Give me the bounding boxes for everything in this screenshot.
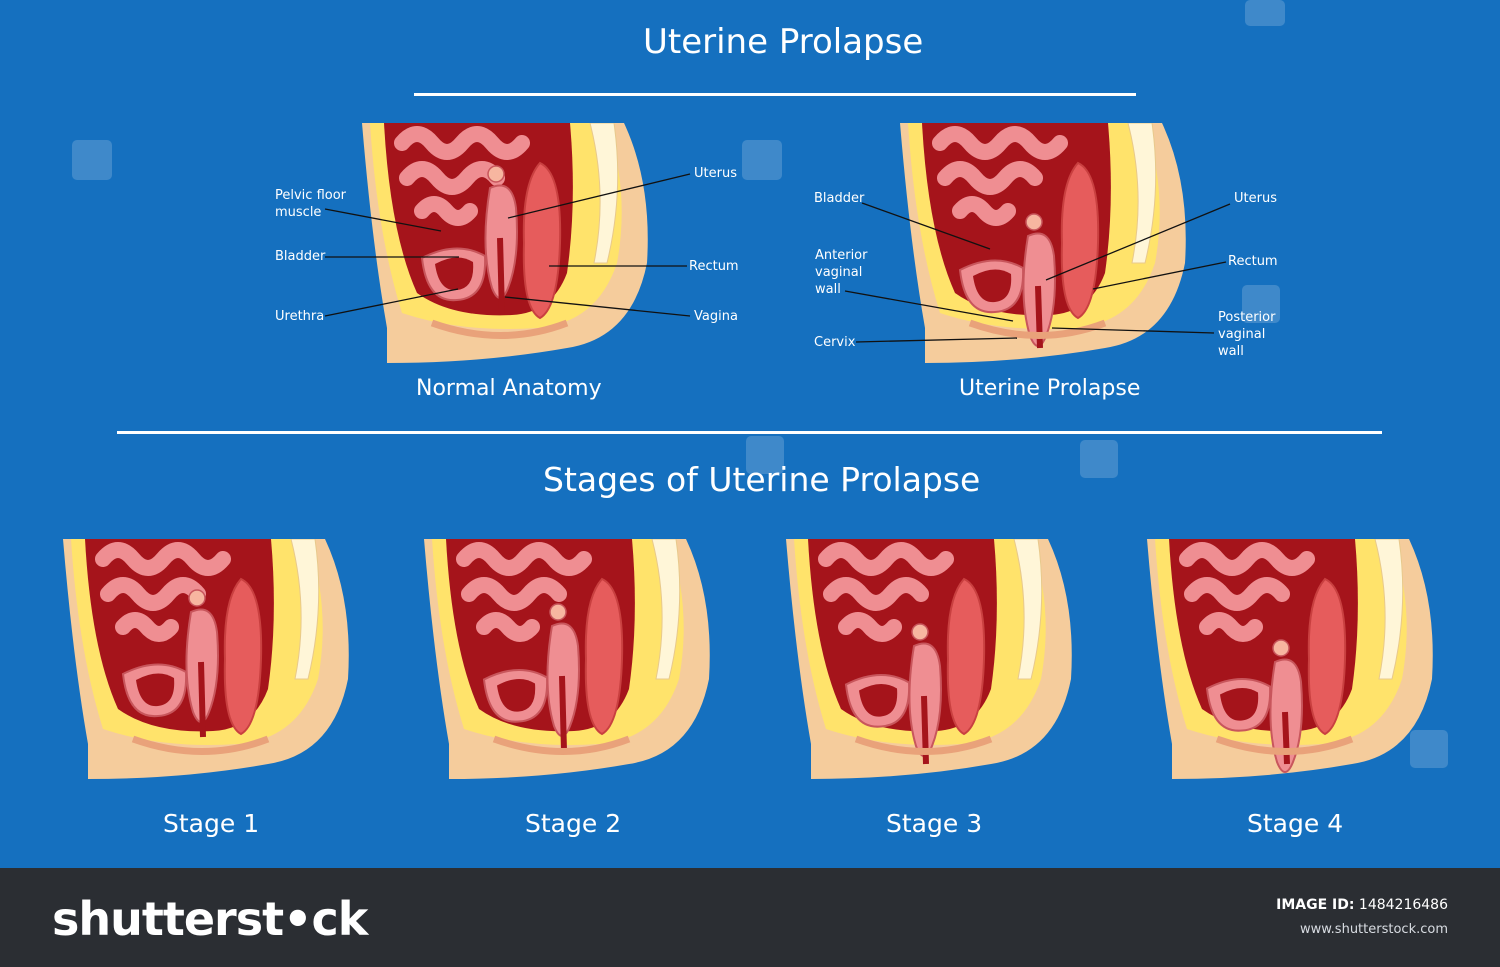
rectum — [1307, 577, 1347, 736]
vaginal-canal — [497, 237, 505, 314]
bladder-inner — [435, 257, 474, 291]
label-cervix: Cervix — [814, 335, 856, 350]
label-rectum: Rectum — [689, 259, 739, 274]
rectum — [223, 577, 263, 736]
stage-3-illustration — [786, 539, 1072, 779]
stage-1-illustration — [63, 539, 349, 779]
bladder-inner — [136, 673, 175, 707]
pelvic-floor-muscle — [430, 319, 569, 339]
bladder-inner — [1220, 687, 1259, 721]
spine-bone — [1127, 123, 1157, 264]
intestines — [456, 542, 592, 642]
ovary — [911, 623, 929, 641]
bladder-inner — [497, 678, 536, 712]
intestines — [932, 126, 1068, 226]
stage-2-illustration — [424, 539, 710, 779]
page-title: Uterine Prolapse — [643, 22, 924, 62]
label-prolapse-bladder: Bladder — [814, 191, 865, 206]
pelvic-floor-muscle — [1215, 735, 1354, 755]
stage-1-caption: Stage 1 — [163, 809, 260, 838]
intestines — [1179, 542, 1315, 642]
label-anterior-vaginal-wall: Anterior vaginal wall — [815, 248, 868, 297]
spine-bone — [589, 123, 619, 264]
ovary — [487, 165, 505, 183]
site-url[interactable]: www.shutterstock.com — [1299, 922, 1448, 937]
rectum — [584, 577, 624, 736]
spine-bone — [651, 539, 681, 680]
label-uterus: Uterus — [694, 166, 737, 181]
pelvic-floor-muscle — [492, 735, 631, 755]
label-prolapse-uterus: Uterus — [1234, 191, 1277, 206]
intestines — [818, 542, 954, 642]
label-urethra: Urethra — [275, 309, 325, 324]
stages-title: Stages of Uterine Prolapse — [543, 460, 981, 499]
ovary — [1272, 639, 1290, 657]
label-prolapse-rectum: Rectum — [1228, 254, 1278, 269]
image-id: IMAGE ID: 1484216486 — [1276, 897, 1448, 913]
ovary — [549, 603, 567, 621]
rectum — [1060, 161, 1100, 320]
label-vagina: Vagina — [694, 309, 738, 324]
vaginal-canal — [559, 675, 567, 752]
shutterstock-logo[interactable]: shutterst•ck — [52, 892, 368, 946]
pelvic-floor-muscle — [131, 735, 270, 755]
spine-bone — [1013, 539, 1043, 680]
intestines — [394, 126, 530, 226]
normal-anatomy-illustration — [362, 123, 648, 363]
section-divider — [117, 431, 1382, 434]
spine-bone — [290, 539, 320, 680]
label-posterior-vaginal-wall: Posterior vaginal wall — [1218, 310, 1276, 359]
spine-bone — [1374, 539, 1404, 680]
image-id-value: 1484216486 — [1358, 897, 1448, 913]
prolapse-anatomy-illustration — [900, 123, 1186, 363]
vaginal-canal — [1282, 711, 1290, 765]
label-pelvic-floor-muscle: Pelvic floor muscle — [275, 188, 347, 220]
stage-4-illustration — [1147, 539, 1433, 779]
bladder-inner — [973, 269, 1012, 303]
ovary — [1025, 213, 1043, 231]
stage-2-caption: Stage 2 — [525, 809, 622, 838]
rectum — [946, 577, 986, 736]
stage-3-caption: Stage 3 — [886, 809, 983, 838]
label-bladder: Bladder — [275, 249, 326, 264]
footer-bar — [0, 868, 1500, 967]
caption-normal-anatomy: Normal Anatomy — [416, 376, 602, 401]
rectum — [522, 161, 562, 320]
image-id-label: IMAGE ID: — [1276, 897, 1355, 913]
intestines — [95, 542, 231, 642]
label-leader-lines — [324, 173, 1231, 343]
pelvic-floor-muscle — [854, 735, 993, 755]
bladder-inner — [859, 683, 898, 717]
caption-uterine-prolapse: Uterine Prolapse — [959, 376, 1141, 401]
stage-4-caption: Stage 4 — [1247, 809, 1344, 838]
title-divider — [414, 93, 1136, 96]
ovary — [188, 589, 206, 607]
pelvic-floor-muscle — [968, 319, 1107, 339]
vaginal-canal — [198, 661, 206, 738]
